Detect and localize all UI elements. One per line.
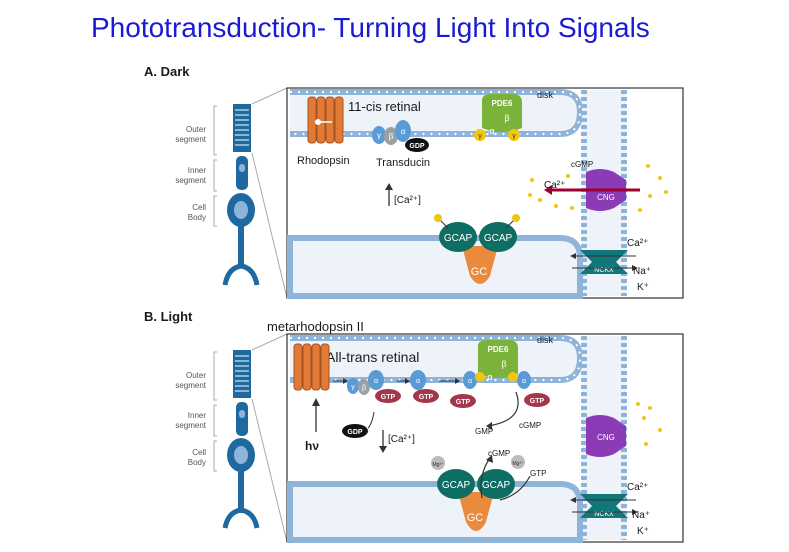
svg-text:γ: γ — [478, 133, 482, 140]
gc-label-b: GC — [467, 512, 484, 524]
pde6-label-a: PDE6 — [492, 99, 513, 108]
svg-text:γ: γ — [512, 133, 516, 140]
svg-text:GDP: GDP — [347, 429, 363, 436]
transducin-label: Transducin — [376, 157, 430, 169]
retinal-label-b: All-trans retinal — [326, 349, 419, 365]
photoreceptor-cell-b — [222, 350, 260, 529]
gc-label-a: GC — [471, 266, 488, 278]
transducin-activation-b: γ β α GTP α GTP — [333, 370, 460, 403]
pde-hydrolysis-arrow — [487, 391, 519, 427]
cgmp-label-a: cGMP — [571, 160, 593, 169]
metarhodopsin-label: metarhodopsin II — [267, 319, 364, 334]
ca-ion-label-a: Ca²⁺ — [544, 180, 565, 191]
gtp-badge-b2: GTP — [419, 394, 434, 401]
nckx-ca-b: Ca²⁺ — [627, 482, 648, 493]
rhodopsin-a — [307, 96, 344, 144]
rhodopsin-label: Rhodopsin — [297, 155, 350, 167]
hv-label: hν — [305, 439, 319, 453]
gcap-label-b2: GCAP — [482, 480, 511, 491]
na-label-a: Na⁺ — [633, 266, 651, 277]
gdp-badge-a: GDP — [409, 143, 425, 150]
bottom-disk-b — [287, 481, 583, 543]
gtp-badge-b1: GTP — [381, 394, 396, 401]
svg-text:α: α — [374, 378, 378, 385]
mg-label-b2: Mg²⁺ — [512, 461, 524, 467]
nckx-label-a: NCKX — [594, 267, 614, 274]
nckx-ca-a: Ca²⁺ — [627, 238, 648, 249]
cng-label-b: CNG — [597, 433, 615, 442]
panel-a-heading: A. Dark — [144, 64, 190, 79]
svg-text:β: β — [362, 385, 366, 392]
pde6-b: PDE6 β α α α GTP GTP — [450, 340, 550, 408]
k-label-b: K⁺ — [637, 526, 649, 537]
svg-text:α: α — [487, 372, 492, 382]
gcap-label-a1: GCAP — [444, 233, 473, 244]
k-label-a: K⁺ — [637, 282, 649, 293]
gtp-plain-label: GTP — [530, 469, 546, 478]
bottom-disk-a — [287, 235, 583, 299]
ca-concentration-a: [Ca²⁺] — [394, 195, 421, 206]
nckx-exchanger-b: NCKX — [570, 494, 638, 518]
cgmp-label-b1: cGMP — [519, 421, 541, 430]
beta-a: β — [389, 132, 394, 141]
calcium-dots-a — [528, 164, 668, 212]
cng-channel-b: CNG — [586, 415, 626, 457]
cgmp-label-b2: cGMP — [488, 449, 510, 458]
metarhodopsin-b — [293, 343, 330, 391]
retinal-label-a: 11-cis retinal — [348, 99, 421, 114]
ca-concentration-b: [Ca²⁺] — [388, 434, 415, 445]
gcap-label-b1: GCAP — [442, 480, 471, 491]
svg-text:α: α — [468, 378, 472, 385]
panel-b-heading: B. Light — [144, 309, 193, 324]
disk-label-b: disk — [537, 335, 554, 345]
mg-label-b1: Mg²⁺ — [432, 462, 444, 468]
gtp-badge-b4: GTP — [530, 398, 545, 405]
svg-text:α: α — [416, 378, 420, 385]
photoreceptor-cell-a — [222, 104, 260, 286]
na-label-b: Na⁺ — [632, 510, 650, 521]
gdp-badge-b — [342, 424, 368, 438]
svg-text:γ: γ — [351, 384, 355, 391]
svg-text:α: α — [522, 378, 526, 385]
svg-text:β: β — [501, 359, 506, 369]
nckx-exchanger-a: NCKX — [570, 250, 638, 274]
pde6-a: PDE6 β α γ γ — [474, 94, 522, 141]
pde6-label-b: PDE6 — [488, 345, 509, 354]
gamma-a: γ — [377, 131, 381, 140]
svg-text:β: β — [504, 113, 509, 123]
guanylate-cyclase-a: GC GCAP GCAP — [434, 214, 520, 284]
cng-channel-a: CNG — [544, 169, 640, 211]
nckx-label-b: NCKX — [594, 511, 614, 518]
guanylate-cyclase-b: GC GCAP GCAP Mg²⁺ Mg²⁺ — [431, 455, 531, 531]
transducin-complex-a: γ β α GDP — [372, 120, 429, 152]
gtp-badge-b3: GTP — [456, 399, 471, 406]
cng-label-a: CNG — [597, 193, 615, 202]
gcap-label-a2: GCAP — [484, 233, 513, 244]
cell-b-brackets — [213, 333, 288, 543]
slide-title: Phototransduction- Turning Light Into Si… — [91, 12, 650, 43]
svg-text:α: α — [489, 126, 494, 136]
gdp-release-arrow — [367, 411, 375, 429]
alpha-a: α — [401, 127, 406, 136]
gmp-label: GMP — [475, 427, 493, 436]
cell-a-brackets — [213, 87, 288, 299]
disk-label-a: disk — [537, 90, 554, 100]
calcium-dots-b — [636, 402, 662, 446]
